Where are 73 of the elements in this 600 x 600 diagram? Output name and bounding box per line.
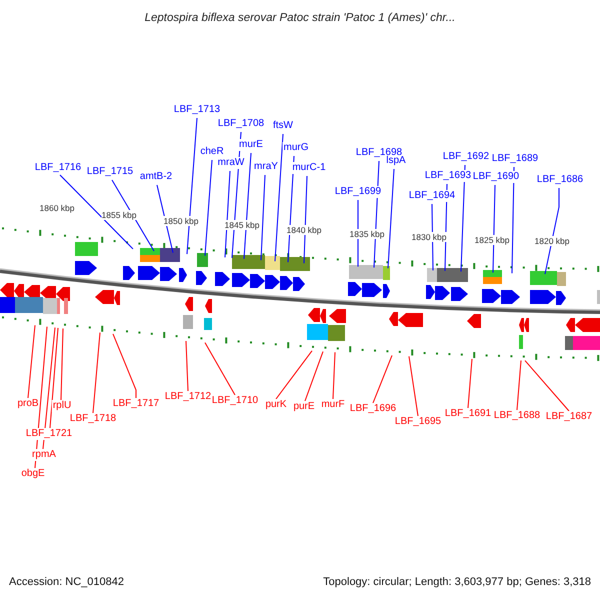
scale-label: 1850 kbp [164, 216, 198, 226]
gene-label: LBF_1688 [492, 410, 542, 422]
gene-label: LBF_1716 [34, 162, 82, 174]
gene-label: LBF_1691 [444, 408, 492, 420]
leader-line [244, 152, 252, 260]
gene-label: LBF_1687 [544, 411, 594, 423]
leader-line [60, 174, 134, 250]
leader-line [92, 332, 100, 414]
leader-line [224, 170, 230, 258]
gene-label: LBF_1693 [424, 170, 472, 182]
leader-line [460, 164, 466, 272]
gene-label: rpmA [31, 449, 57, 461]
gene-label: LBF_1717 [112, 398, 160, 410]
leader-line [186, 340, 188, 392]
leader-line [304, 176, 308, 264]
leader-line [28, 324, 36, 398]
scale-label: 1840 kbp [286, 225, 322, 235]
scale-label: 1860 kbp [40, 203, 74, 213]
leader-line [186, 118, 198, 255]
scale-label: 1820 kbp [534, 236, 570, 246]
gene-label: LBF_1695 [394, 416, 442, 428]
leader-line [524, 360, 570, 412]
gene-label: obgE [20, 468, 46, 480]
leader-line [60, 328, 64, 400]
gene-label: rplU [52, 400, 72, 412]
leader-line [408, 356, 418, 416]
scale-label: 1855 kbp [102, 210, 136, 220]
scale-label: 1825 kbp [474, 235, 510, 245]
leader-line [544, 188, 560, 275]
gene-label: LBF_1712 [164, 391, 212, 403]
scale-label: 1830 kbp [412, 232, 446, 242]
leader-line [388, 168, 394, 269]
gene-label: purE [292, 401, 316, 413]
gene-label: LBF_1710 [210, 395, 260, 407]
gene-label: LBF_1699 [334, 186, 382, 198]
map-title: Leptospira biflexa serovar Patoc strain 'Patoc 1 (Ames)' chr... [144, 12, 456, 24]
leader-line [304, 351, 324, 402]
gene-label: murC-1 [291, 162, 327, 174]
leader-line [512, 166, 514, 274]
gene-label: LBF_1694 [408, 190, 456, 202]
leader-line [156, 184, 174, 254]
gene-label: LBF_1686 [536, 174, 584, 186]
accession-text: Accession: NC_010842 [9, 576, 124, 588]
gene-label: LBF_1689 [490, 153, 540, 165]
gene-label: LBF_1696 [348, 403, 398, 415]
leader-line [112, 333, 136, 398]
gene-label: lspA [385, 155, 407, 167]
gene-label: LBF_1718 [68, 413, 118, 425]
leader-line [372, 354, 392, 404]
leader-line [276, 350, 312, 400]
leader-line [492, 184, 496, 274]
leader-line [50, 327, 58, 428]
leader-line [468, 358, 472, 408]
leader-line [204, 160, 212, 256]
gene-label: murE [238, 139, 264, 151]
gene-label: mraW [216, 157, 246, 169]
genome-summary-text: Topology: circular; Length: 3,603,977 bp; Genes: 3,318 [323, 576, 591, 588]
leader-line [516, 360, 522, 410]
gene-label: LBF_1715 [86, 166, 134, 178]
leader-line [42, 327, 56, 450]
gene-label: LBF_1713 [172, 104, 222, 116]
leader-line [274, 134, 284, 262]
gene-label: purK [264, 399, 288, 411]
scale-label: 1835 kbp [350, 229, 384, 239]
leader-line [332, 352, 336, 400]
gene-label: LBF_1708 [216, 118, 266, 130]
gene-label: LBF_1690 [472, 171, 520, 183]
leader-line [204, 342, 236, 396]
gene-label: LBF_1721 [24, 428, 74, 440]
gene-label: proB [16, 398, 40, 410]
scale-label: 1845 kbp [224, 220, 260, 230]
gene-label: LBF_1692 [442, 151, 490, 163]
leader-line [260, 174, 266, 261]
